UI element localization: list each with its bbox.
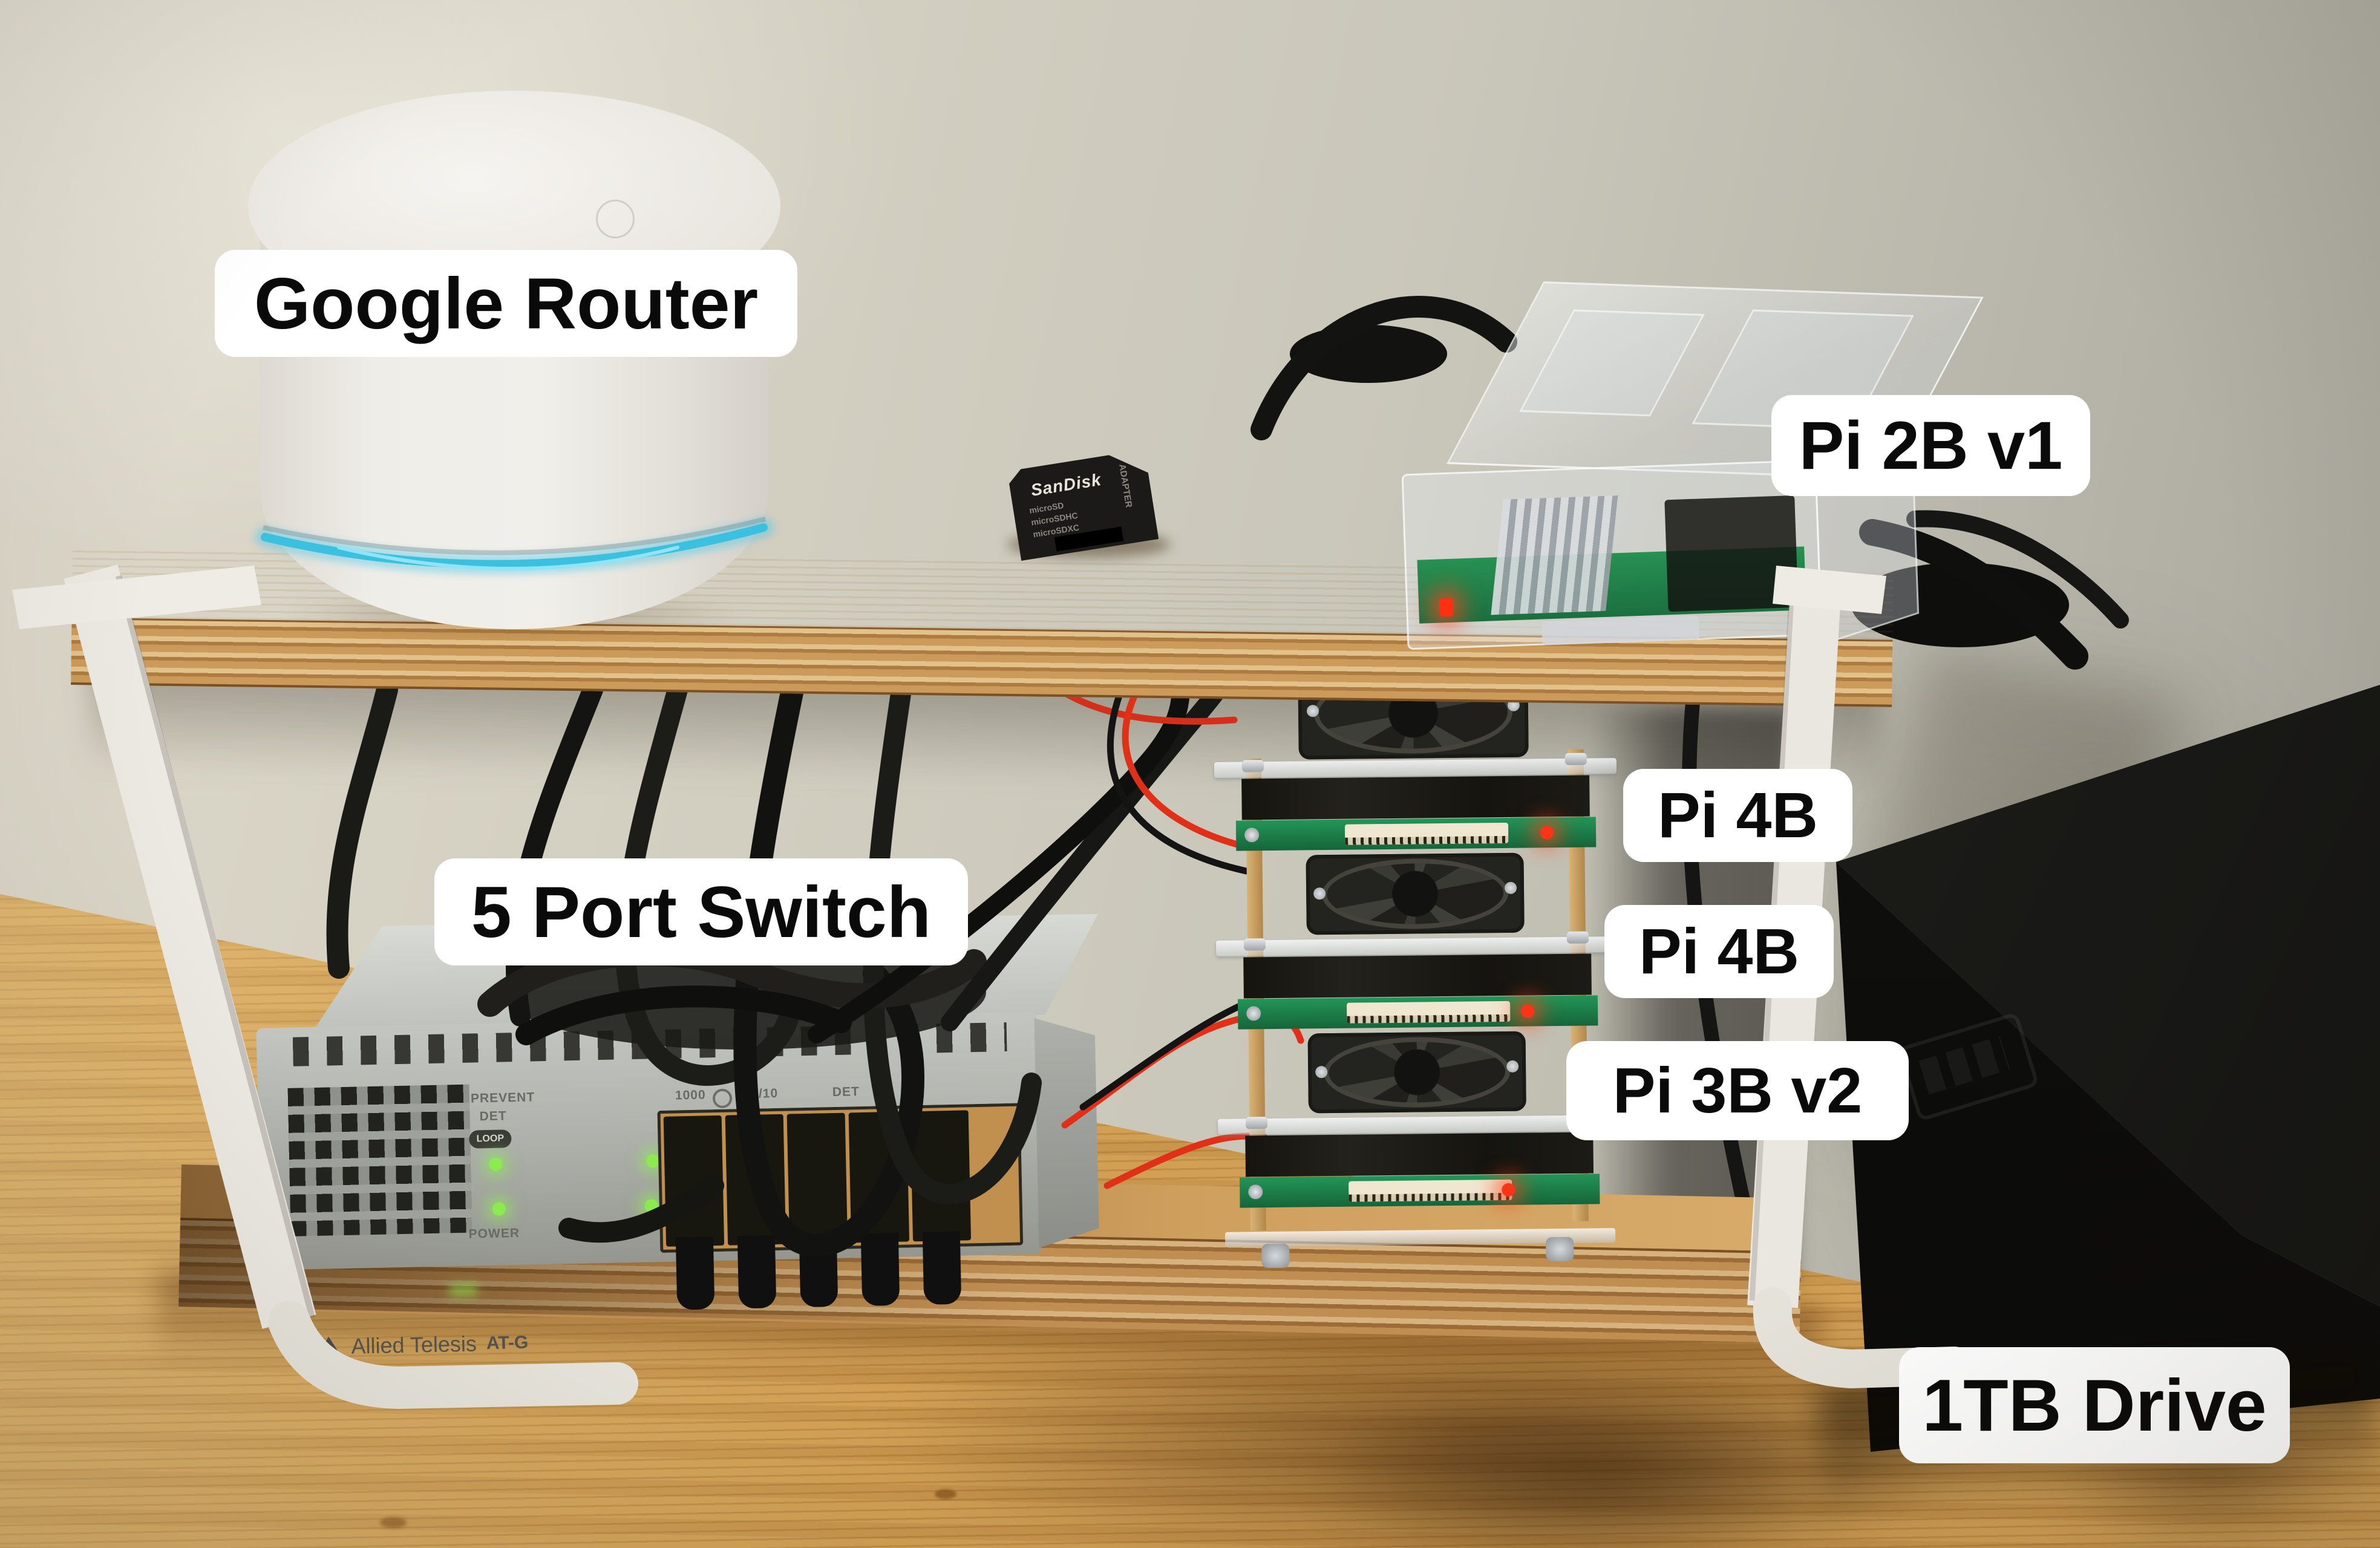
table-shadow-core <box>1301 1379 1906 1548</box>
label-pi-4b-mid: Pi 4B <box>1604 905 1834 998</box>
label-1tb-drive: 1TB Drive <box>1899 1347 2290 1463</box>
label-pi-4b-top: Pi 4B <box>1623 769 1852 862</box>
label-google-router: Google Router <box>215 250 797 357</box>
label-5-port-switch: 5 Port Switch <box>434 858 968 965</box>
wood-knot <box>380 1517 407 1528</box>
label-pi-3b-v2: Pi 3B v2 <box>1566 1041 1909 1140</box>
wood-knot <box>935 1489 956 1499</box>
g-dot-icon <box>596 200 635 238</box>
label-pi-2b-v1: Pi 2B v1 <box>1771 395 2090 496</box>
